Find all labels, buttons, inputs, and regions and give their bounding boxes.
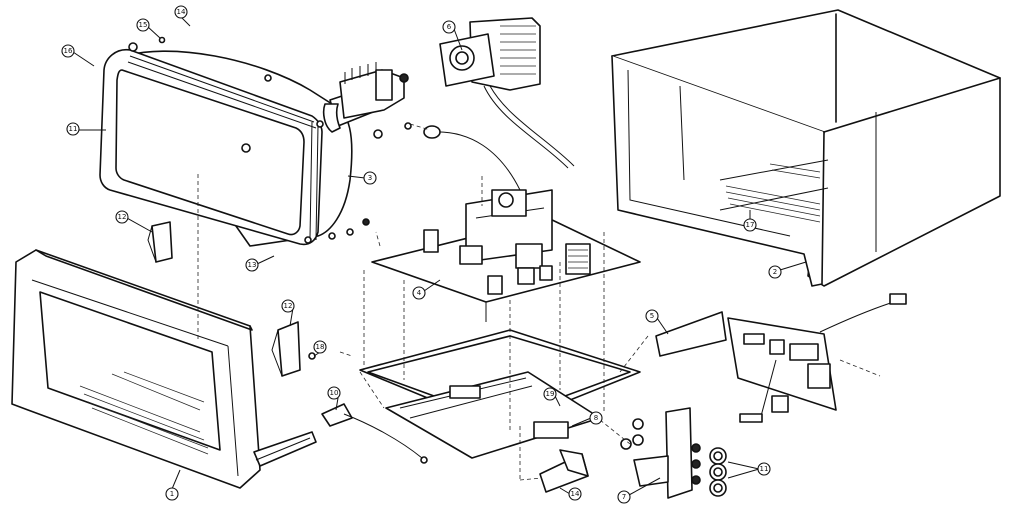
callout-circle [442, 20, 456, 34]
callout-circle [174, 5, 188, 19]
callout-number: 14 [177, 8, 186, 16]
callout-number: 2 [773, 268, 777, 276]
part-callout: 4 [412, 286, 426, 300]
callout-circle [363, 171, 377, 185]
part-callout: 7 [617, 490, 631, 504]
callout-circle [115, 210, 129, 224]
callout-number: 13 [248, 261, 257, 269]
callout-number: 8 [594, 414, 598, 422]
callout-number: 14 [571, 490, 580, 498]
callout-circle [313, 340, 327, 354]
callout-number: 15 [139, 21, 148, 29]
av-terminal-panel [655, 293, 907, 423]
crt-picture-tube [99, 42, 379, 247]
callout-circle [66, 122, 80, 136]
part-number-callouts: 14 15 16 11 12 3 6 13 4 12 18 10 19 8 14 1 17 2 5 7 11 [61, 5, 782, 504]
part-callout: 12 [115, 210, 129, 224]
callout-circle [543, 387, 557, 401]
bottom-chassis-frame [359, 329, 641, 493]
callout-number: 4 [417, 289, 422, 297]
deflection-yoke-assembly [339, 62, 412, 139]
part-callout: 10 [327, 386, 341, 400]
callout-circle [165, 487, 179, 501]
callout-circle [61, 44, 75, 58]
callout-number: 3 [368, 174, 372, 182]
callout-circle [645, 309, 659, 323]
callout-number: 11 [69, 125, 78, 133]
flyback-transformer [423, 17, 575, 191]
callout-circle [568, 487, 582, 501]
main-chassis-board [371, 189, 641, 322]
callout-number: 12 [284, 302, 293, 310]
part-callout: 19 [543, 387, 557, 401]
callout-number: 10 [330, 389, 339, 397]
front-control-board [620, 407, 727, 499]
callout-circle [589, 411, 603, 425]
part-callout: 18 [313, 340, 327, 354]
callout-number: 7 [622, 493, 626, 501]
part-callout: 3 [363, 171, 377, 185]
part-callout: 5 [645, 309, 659, 323]
callout-number: 17 [746, 221, 755, 229]
part-callout: 14 [568, 487, 582, 501]
callout-number: 1 [170, 490, 174, 498]
part-callout: 17 [743, 218, 757, 232]
assembly-guide-lines [197, 123, 881, 481]
callout-circle [412, 286, 426, 300]
callout-circle [617, 490, 631, 504]
callout-number: 6 [447, 23, 452, 31]
callout-circle [281, 299, 295, 313]
part-callout: 13 [245, 258, 259, 272]
callout-circle [327, 386, 341, 400]
leader-lines [72, 16, 807, 496]
part-callout: 11 [757, 462, 771, 476]
callout-circle [136, 18, 150, 32]
part-callout: 1 [165, 487, 179, 501]
callout-number: 11 [760, 465, 769, 473]
callout-number: 19 [546, 390, 555, 398]
callout-number: 5 [650, 312, 654, 320]
rear-cabinet [611, 9, 1001, 287]
callout-circle [757, 462, 771, 476]
part-callout: 6 [442, 20, 456, 34]
callout-number: 16 [64, 47, 73, 55]
callout-circle [245, 258, 259, 272]
callout-number: 12 [118, 213, 127, 221]
part-callout: 14 [174, 5, 188, 19]
part-callout: 12 [281, 299, 295, 313]
callout-circle [768, 265, 782, 279]
part-callout: 2 [768, 265, 782, 279]
part-callout: 15 [136, 18, 150, 32]
part-callout: 11 [66, 122, 80, 136]
part-callout: 8 [589, 411, 603, 425]
front-cabinet [11, 249, 317, 489]
callout-number: 18 [316, 343, 325, 351]
part-callout: 16 [61, 44, 75, 58]
callout-circle [743, 218, 757, 232]
